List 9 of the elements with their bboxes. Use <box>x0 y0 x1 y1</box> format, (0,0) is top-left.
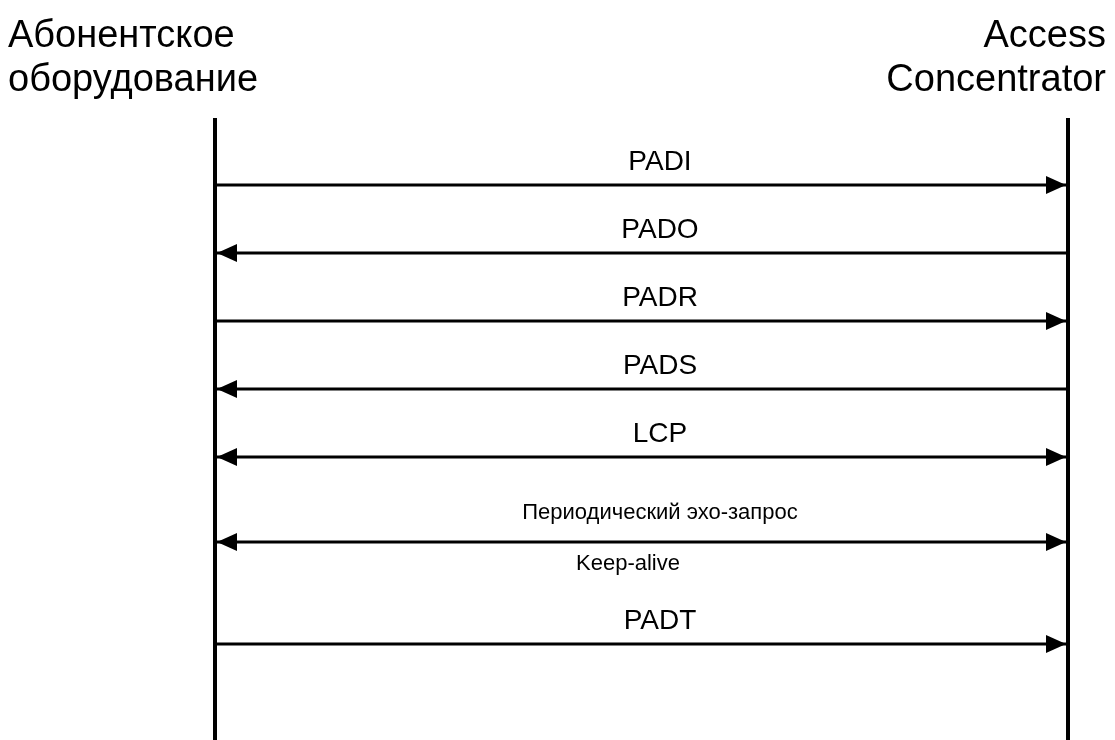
message-arrow <box>217 380 1066 398</box>
message-arrow <box>217 176 1066 194</box>
message-arrow <box>217 533 1066 551</box>
message-arrow <box>217 635 1066 653</box>
message-arrow <box>217 448 1066 466</box>
participant-label: Access Concentrator <box>885 12 1106 100</box>
participant-label: Абонентское оборудование <box>8 12 260 100</box>
message-arrow <box>217 244 1066 262</box>
message-arrow <box>217 312 1066 330</box>
